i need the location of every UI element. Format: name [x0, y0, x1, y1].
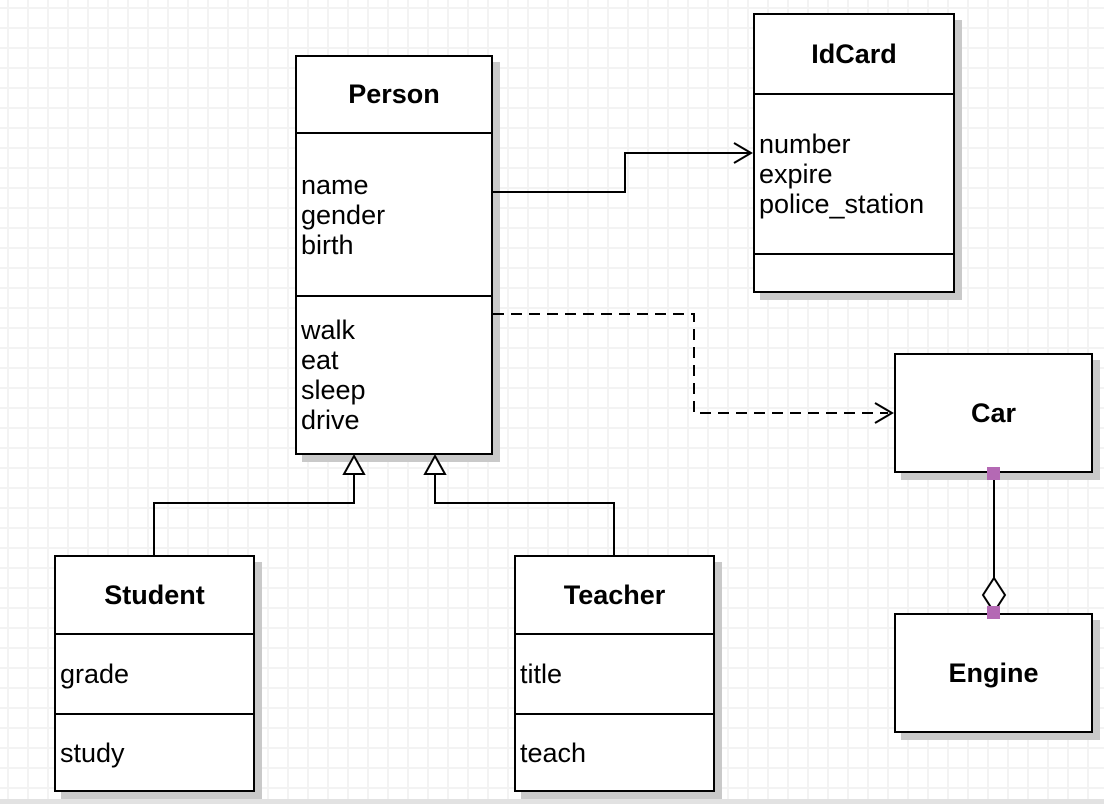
- class-idcard[interactable]: IdCard number expire police_station: [753, 13, 955, 293]
- class-student-attributes: grade: [56, 633, 253, 713]
- class-person-methods: walk eat sleep drive: [297, 295, 491, 453]
- attribute: grade: [60, 659, 130, 689]
- attribute: police_station: [759, 189, 925, 219]
- attribute: number: [759, 129, 851, 159]
- class-engine[interactable]: Engine: [894, 613, 1093, 733]
- connector-car-engine[interactable]: [981, 467, 1007, 619]
- attribute: expire: [759, 159, 833, 189]
- class-teacher-title: Teacher: [563, 579, 666, 610]
- class-student-title: Student: [104, 579, 205, 610]
- class-car-title: Car: [970, 397, 1017, 428]
- class-idcard-title: IdCard: [811, 38, 897, 69]
- open-arrow-icon: [874, 402, 894, 424]
- class-person[interactable]: Person name gender birth walk eat sleep …: [295, 55, 493, 455]
- class-student[interactable]: Student grade study: [54, 555, 255, 792]
- method: sleep: [301, 375, 366, 405]
- method: drive: [301, 405, 360, 435]
- connector-person-idcard[interactable]: [493, 142, 753, 193]
- class-person-title: Person: [348, 79, 440, 109]
- connector-teacher-person[interactable]: [423, 453, 615, 556]
- generalization-triangle-icon: [342, 453, 366, 475]
- method: eat: [301, 345, 339, 375]
- class-teacher-attributes: title: [516, 633, 713, 713]
- class-teacher-methods: teach: [516, 713, 713, 790]
- method: teach: [520, 737, 587, 768]
- page-bottom-edge: [0, 799, 1104, 804]
- class-idcard-attributes: number expire police_station: [755, 93, 953, 253]
- class-idcard-methods: [755, 253, 953, 291]
- attribute: birth: [301, 229, 354, 260]
- connector-student-person[interactable]: [153, 453, 366, 556]
- class-teacher[interactable]: Teacher title teach: [514, 555, 715, 792]
- aggregation-diamond-icon: [981, 576, 1007, 614]
- attribute: title: [520, 659, 563, 689]
- class-engine-title: Engine: [948, 657, 1039, 688]
- class-car[interactable]: Car: [894, 353, 1093, 473]
- class-person-attributes: name gender birth: [297, 132, 491, 295]
- attribute: gender: [301, 199, 386, 230]
- method: study: [60, 737, 125, 768]
- class-student-methods: study: [56, 713, 253, 790]
- generalization-triangle-icon: [423, 453, 447, 475]
- attribute: name: [301, 169, 369, 200]
- open-arrow-icon: [733, 142, 753, 164]
- connector-person-car[interactable]: [493, 313, 894, 424]
- method: walk: [301, 315, 356, 345]
